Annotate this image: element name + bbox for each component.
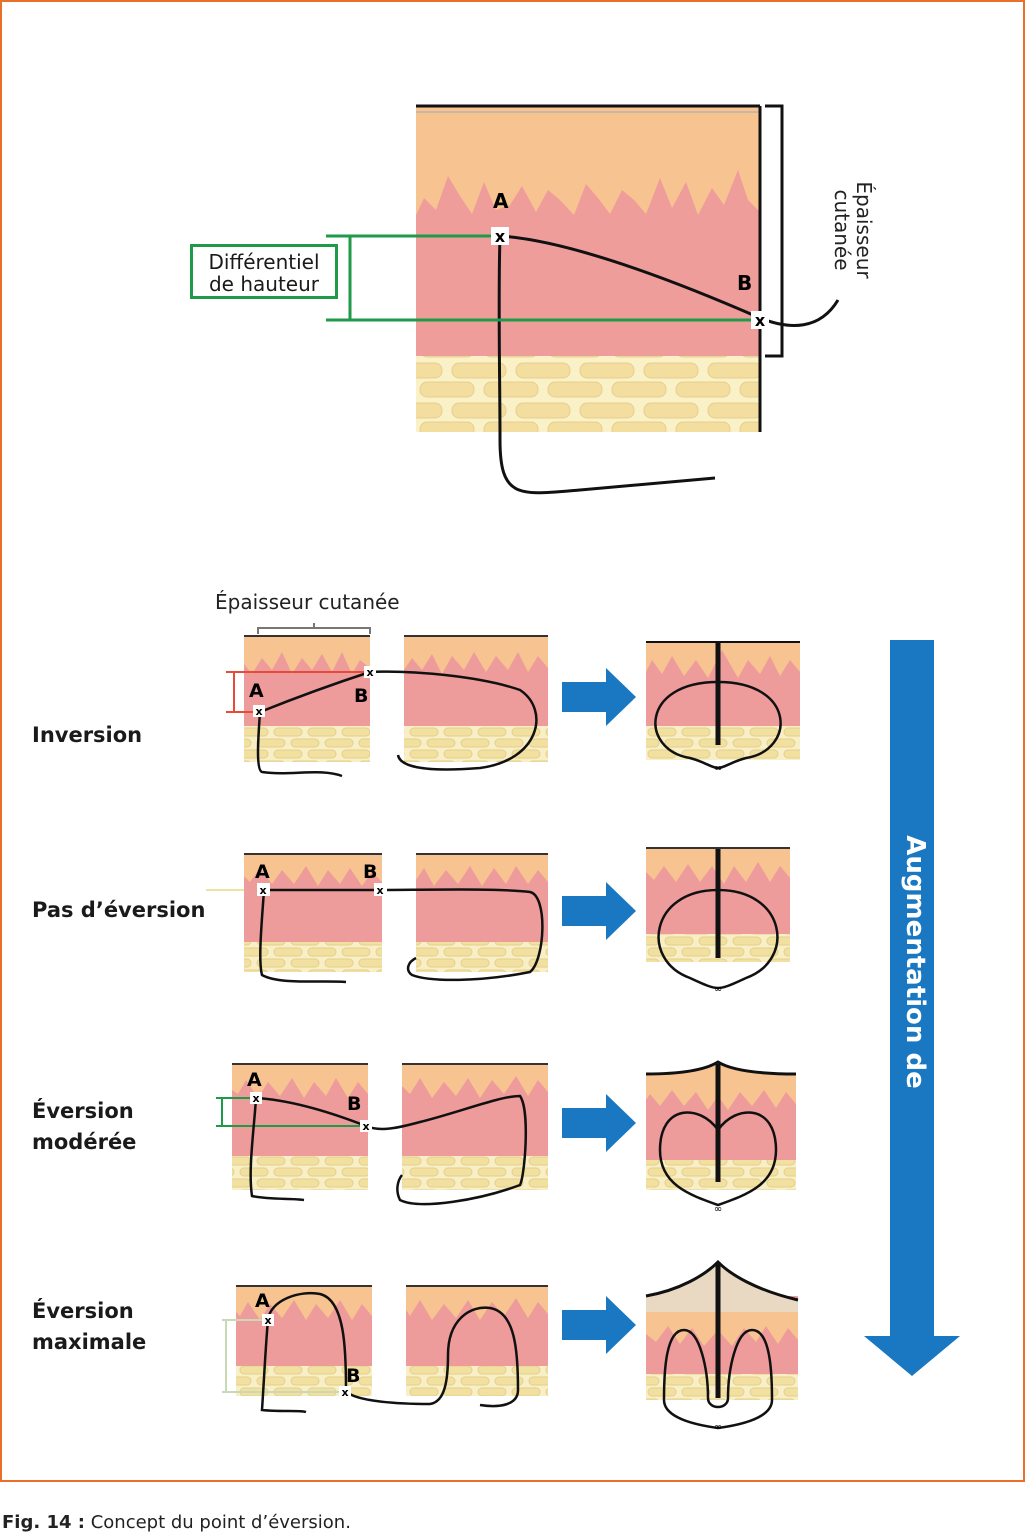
svg-text:∞: ∞ xyxy=(714,1204,722,1215)
caption-text: Concept du point d’éversion. xyxy=(90,1512,351,1533)
svg-text:x: x xyxy=(341,1386,348,1399)
svg-text:x: x xyxy=(259,884,266,897)
row-no-eversion-diagram: x x A B ∞ xyxy=(206,847,790,995)
row-maximal-eversion-diagram: x x A B ∞ xyxy=(222,1259,799,1433)
row3-point-a: A xyxy=(247,1069,262,1091)
figure-caption: Fig. 14 : Concept du point d’éversion. xyxy=(2,1512,351,1533)
row3-point-b: B xyxy=(347,1093,361,1115)
svg-text:x: x xyxy=(252,1092,259,1105)
svg-text:x: x xyxy=(362,1120,369,1133)
svg-text:∞: ∞ xyxy=(714,763,722,774)
svg-text:∞: ∞ xyxy=(714,1422,722,1433)
skin-thickness-header: Épaisseur cutanée xyxy=(215,590,400,614)
skin-thickness-label: Épaisseur cutanée xyxy=(830,181,876,279)
top-point-a-label: A xyxy=(493,189,509,213)
svg-text:x: x xyxy=(255,705,262,718)
row4-point-b: B xyxy=(346,1365,360,1387)
svg-text:x: x xyxy=(376,884,383,897)
row2-point-b: B xyxy=(363,861,377,883)
eversion-increase-arrow xyxy=(864,640,960,1376)
row3-arrow xyxy=(562,1094,636,1152)
row2-arrow xyxy=(562,882,636,940)
caption-prefix: Fig. 14 : xyxy=(2,1512,85,1533)
top-skin-block xyxy=(416,104,762,432)
row-inversion-diagram: x x A B ∞ xyxy=(226,635,800,778)
row-label-maximal-eversion: Éversion maximale xyxy=(32,1299,147,1354)
row-moderate-eversion-diagram: x x A B ∞ xyxy=(216,1060,797,1215)
svg-text:x: x xyxy=(755,311,766,330)
row-label-moderate-eversion: Éversion modérée xyxy=(32,1099,137,1154)
row2-point-a: A xyxy=(255,861,270,883)
row4-arrow xyxy=(562,1296,636,1354)
height-differential-label: Différentiel de hauteur xyxy=(190,244,338,299)
eversion-increase-label: Augmentation de l’éversion xyxy=(860,835,930,1089)
svg-text:∞: ∞ xyxy=(714,984,722,995)
row1-point-a: A xyxy=(249,680,264,702)
row-label-inversion: Inversion xyxy=(32,723,143,747)
top-point-b-label: B xyxy=(737,271,752,295)
row-label-no-eversion: Pas d’éversion xyxy=(32,898,206,922)
svg-text:x: x xyxy=(495,227,506,246)
row1-arrow xyxy=(562,668,636,726)
row1-point-b: B xyxy=(354,685,368,707)
svg-text:x: x xyxy=(264,1314,271,1327)
figure-frame xyxy=(0,0,1025,1482)
row4-point-a: A xyxy=(255,1290,270,1312)
svg-text:x: x xyxy=(366,666,373,679)
